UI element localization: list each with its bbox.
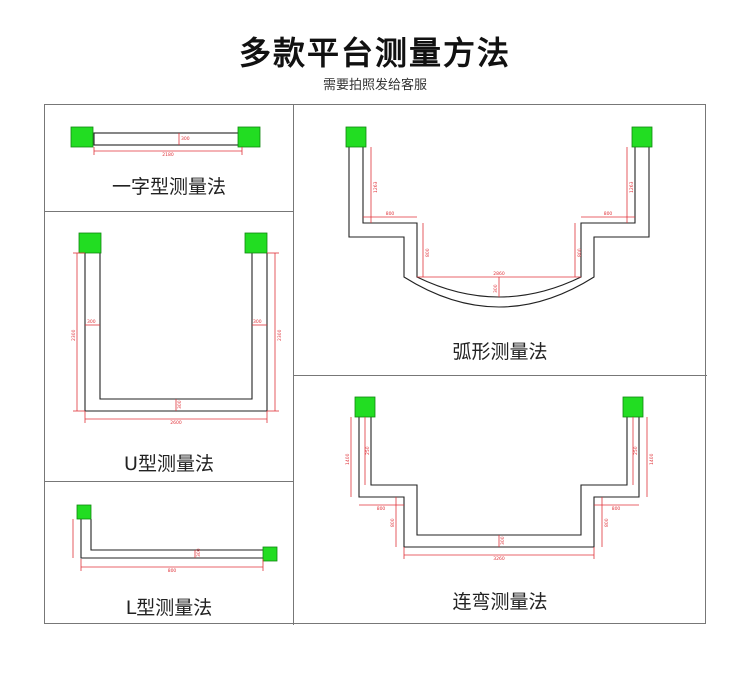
arc-outer-wall (348, 147, 650, 308)
dim-step-left-text: 800 (386, 211, 395, 217)
dim-inner-right-text: 250 (633, 446, 639, 455)
u-method-label: U型测量法 (124, 453, 214, 475)
dim-depth-left-text: 300 (87, 319, 96, 325)
pad-left (78, 232, 102, 254)
dim-right-text: 1263 (629, 181, 635, 193)
dim-left-text: 2300 (71, 329, 77, 341)
l-outer-wall (80, 519, 263, 559)
bend-inner-wall (370, 417, 628, 536)
l-method-panel: 800 300 L型测量法 (45, 481, 293, 625)
dim-step-left-text: 800 (377, 506, 386, 512)
dim-drop-left-text: 800 (425, 248, 431, 257)
dim-step-right-text: 800 (612, 506, 621, 512)
bend-outer-wall (358, 417, 640, 548)
dim-bottom-text: 2600 (170, 420, 182, 426)
straight-diagram: 2180 300 (70, 126, 261, 158)
l-method-label: L型测量法 (125, 597, 213, 619)
l-diagram: 800 300 (72, 504, 278, 574)
dim-inner-left-text: 250 (365, 446, 371, 455)
dim-depth-bottom-text: 300 (177, 400, 183, 409)
pad-top (76, 504, 92, 520)
l-inner-wall (90, 519, 263, 551)
arc-method-panel: 1263 1263 800 800 800 800 2860 300 弧形测量法 (293, 105, 707, 375)
dim-drop-right-text: 800 (577, 248, 583, 257)
methods-grid: 2180 300 一字型测量法 2300 2300 (44, 104, 707, 625)
dim-depth-right-text: 300 (253, 319, 262, 325)
dim-right-text: 2300 (277, 329, 283, 341)
dim-length-text: 2180 (162, 152, 174, 158)
dim-right-text: 1400 (649, 453, 655, 465)
dim-drop-left-text: 800 (390, 518, 396, 527)
dim-length-text: 800 (168, 568, 177, 574)
arc-diagram: 1263 1263 800 800 800 800 2860 300 (345, 126, 653, 308)
row-divider-left-2 (45, 481, 293, 482)
straight-method-panel: 2180 300 一字型测量法 (45, 105, 293, 211)
straight-counter (93, 132, 243, 146)
page-title: 多款平台测量方法 (238, 34, 511, 72)
pad-right (262, 546, 278, 562)
arc-method-label: 弧形测量法 (452, 341, 548, 363)
dim-drop-right-text: 800 (604, 518, 610, 527)
pad-right (622, 396, 644, 418)
bend-diagram: 1400 1400 250 250 800 800 800 800 3260 (345, 396, 655, 562)
row-divider-left-1 (45, 211, 293, 212)
dim-left-text: 1400 (345, 453, 351, 465)
pad-right (244, 232, 268, 254)
pad-left (345, 126, 367, 148)
pad-right (237, 126, 261, 148)
u-outer-wall (84, 253, 268, 412)
dim-depth-text: 300 (500, 536, 506, 545)
pad-left (354, 396, 376, 418)
u-inner-wall (99, 253, 253, 400)
dim-depth-text: 300 (196, 548, 202, 557)
dim-step-right-text: 800 (604, 211, 613, 217)
dim-span-text: 2860 (493, 271, 505, 277)
dim-span-text: 3260 (493, 556, 505, 562)
bend-method-panel: 1400 1400 250 250 800 800 800 800 3260 (293, 375, 707, 625)
dim-depth-text: 300 (181, 136, 190, 142)
row-divider-right (293, 375, 707, 376)
bend-method-label: 连弯测量法 (452, 591, 548, 613)
dim-left-text: 1263 (373, 181, 379, 193)
column-divider (293, 105, 294, 625)
straight-method-label: 一字型测量法 (111, 176, 226, 198)
pad-right (631, 126, 653, 148)
u-diagram: 2300 2300 2600 300 300 300 (71, 232, 283, 426)
page-subtitle: 需要拍照发给客服 (322, 78, 427, 93)
dim-sag-text: 300 (493, 284, 499, 293)
u-method-panel: 2300 2300 2600 300 300 300 U型测量法 (45, 211, 293, 481)
pad-left (70, 126, 94, 148)
